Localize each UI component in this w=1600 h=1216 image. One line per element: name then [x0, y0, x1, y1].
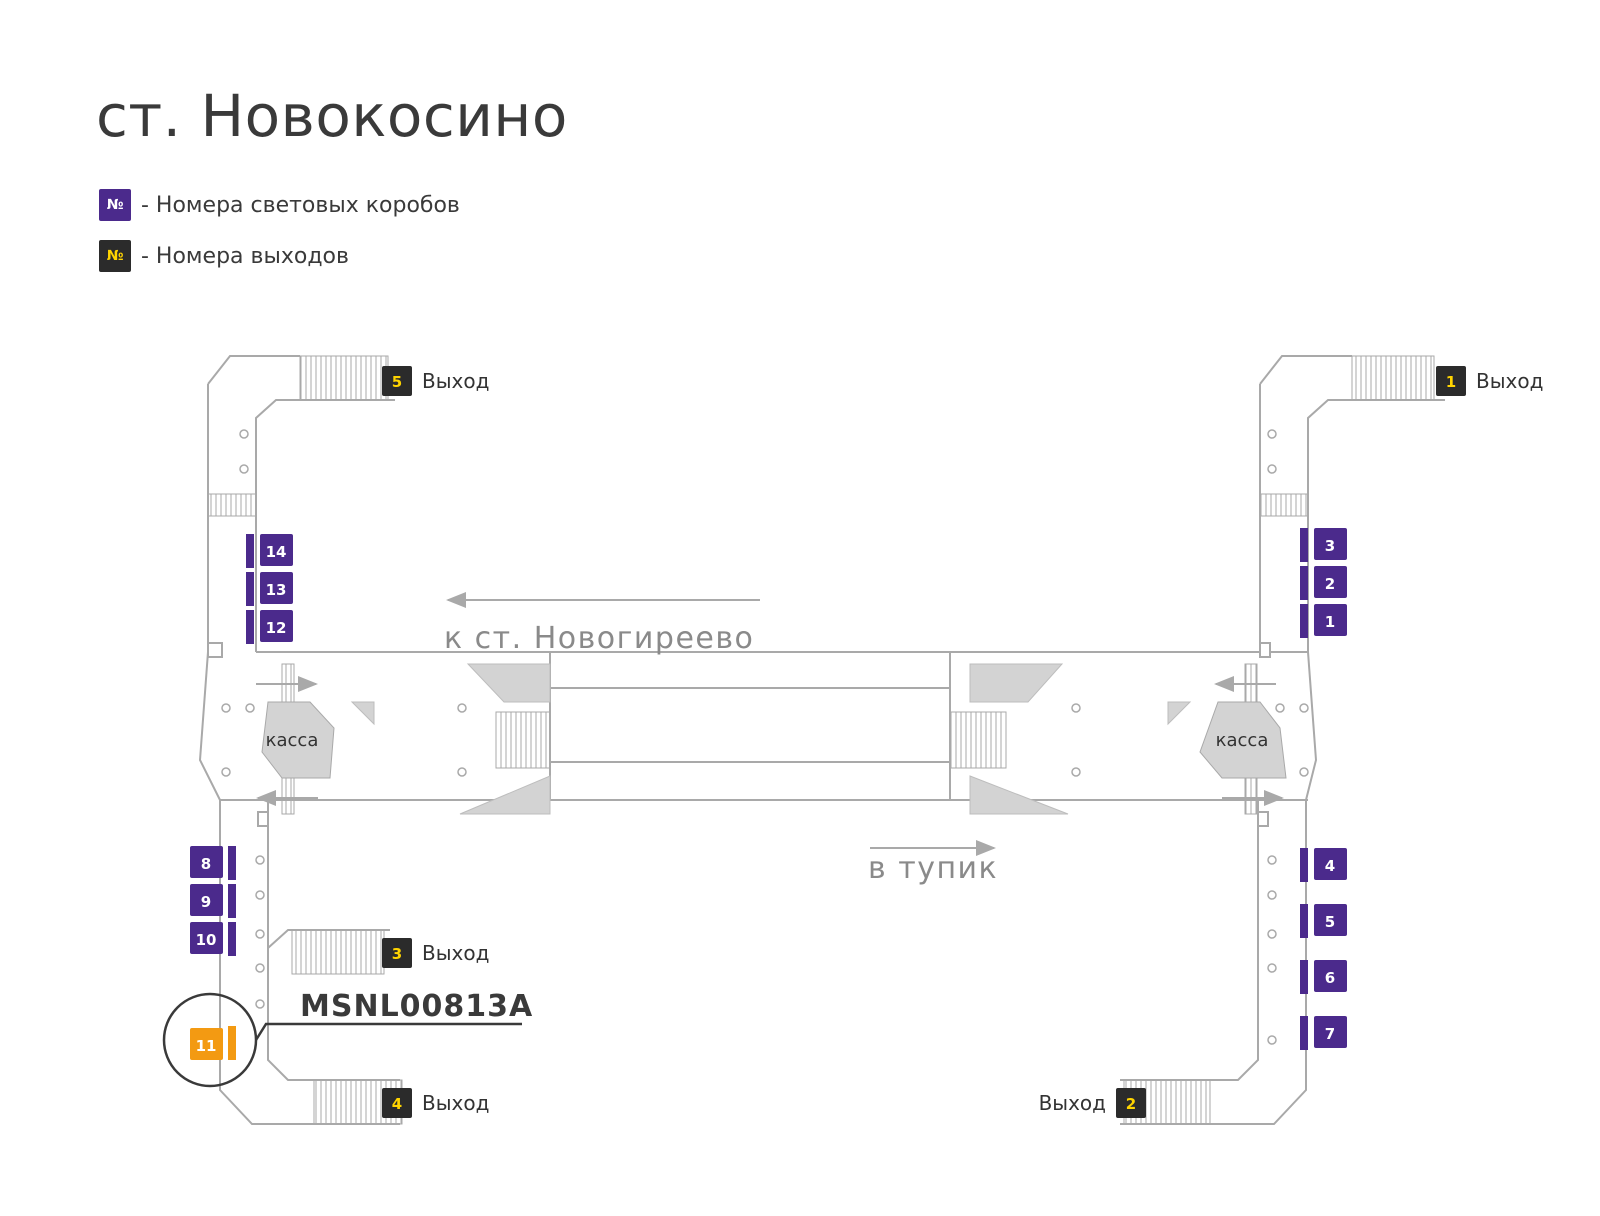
highlight-number: 11	[196, 1037, 217, 1055]
lightbox-number: 3	[1325, 537, 1335, 555]
lightbox-number: 6	[1325, 969, 1335, 987]
exit-label: Выход	[422, 1091, 489, 1115]
lightbox-14: 14	[246, 534, 293, 568]
lightbox-number: 10	[196, 931, 217, 949]
exit-2: 2 Выход	[1039, 1088, 1146, 1118]
lightbox-number: 1	[1325, 613, 1335, 631]
ticket-office-right: касса	[1199, 701, 1287, 779]
lightbox-13: 13	[246, 572, 293, 606]
lightbox-12: 12	[246, 610, 293, 644]
lightbox-3-right: 3	[1300, 528, 1347, 562]
lightbox-10: 10	[190, 922, 236, 956]
lightbox-code: MSNL00813A	[300, 989, 533, 1024]
exit-number: 5	[392, 373, 402, 391]
legend-lightbox: № - Номера световых коробов	[99, 189, 460, 221]
lightbox-number: 7	[1325, 1025, 1335, 1043]
exit-label: Выход	[422, 941, 489, 965]
lightbox-number: 2	[1325, 575, 1335, 593]
lightbox-number: 13	[266, 581, 287, 599]
lightbox-1-right: 1	[1300, 604, 1347, 638]
ticket-office-left: касса	[261, 701, 335, 779]
lightbox-number: 9	[201, 893, 211, 911]
lightbox-legend-badge: №	[99, 189, 131, 221]
exit-label: Выход	[422, 369, 489, 393]
cash-label-right: касса	[1216, 730, 1269, 751]
cash-label-left: касса	[266, 730, 319, 751]
lightbox-5-right: 5	[1300, 904, 1347, 938]
exit-1: 1 Выход	[1436, 366, 1543, 396]
exit-5: 5 Выход	[382, 366, 489, 396]
lightbox-number: 8	[201, 855, 211, 873]
lightbox-8: 8	[190, 846, 236, 880]
exit-number: 2	[1126, 1095, 1136, 1113]
exit-number: 3	[392, 945, 402, 963]
highlight-lightbox-11: 11 MSNL00813A	[162, 989, 533, 1088]
lightbox-number: 14	[266, 543, 287, 561]
exit-label: Выход	[1039, 1091, 1106, 1115]
legend-exit: № - Номера выходов	[99, 240, 349, 272]
lightbox-4-right: 4	[1300, 848, 1347, 882]
station-title: ст. Новокосино	[96, 82, 568, 150]
exit-legend-text: - Номера выходов	[141, 243, 349, 269]
flow-arrows	[256, 592, 1284, 856]
lightbox-number: 12	[266, 619, 287, 637]
lightbox-6-right: 6	[1300, 960, 1347, 994]
exit-3: 3 Выход	[382, 938, 489, 968]
lightbox-7-right: 7	[1300, 1016, 1347, 1050]
exit-legend-badge: №	[99, 240, 131, 272]
direction-novogireevo: к ст. Новогиреево	[444, 621, 754, 656]
lightboxes: 14 13 12 3 2 1 8	[190, 528, 1347, 1050]
exit-number: 4	[392, 1095, 402, 1113]
callout-leader	[254, 1022, 522, 1041]
lightbox-9: 9	[190, 884, 236, 918]
exit-4: 4 Выход	[382, 1088, 489, 1118]
direction-dead-end: в тупик	[868, 851, 998, 886]
lightbox-number: 5	[1325, 913, 1335, 931]
ramps	[350, 663, 1192, 815]
exit-label: Выход	[1476, 369, 1543, 393]
lightbox-legend-text: - Номера световых коробов	[141, 192, 460, 218]
lightbox-2-right: 2	[1300, 566, 1347, 600]
columns	[221, 429, 1309, 1045]
exit-number: 1	[1446, 373, 1456, 391]
lightbox-number: 4	[1325, 857, 1335, 875]
